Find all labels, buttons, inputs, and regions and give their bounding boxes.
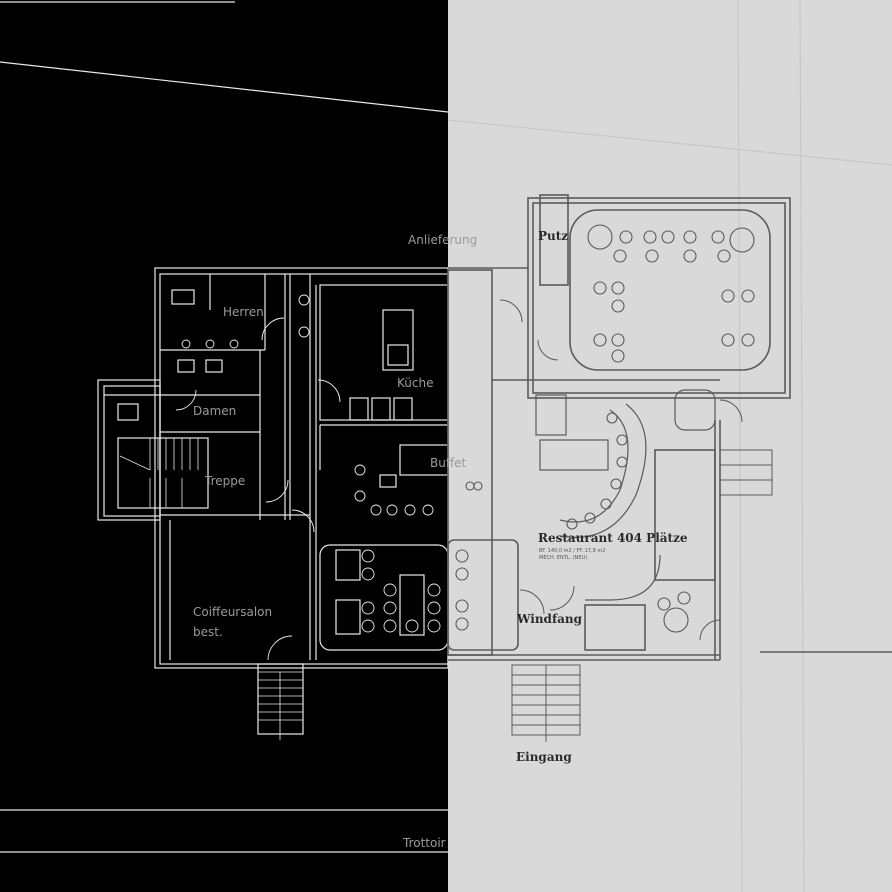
scan-doors — [499, 299, 743, 641]
area-label-anlieferung: Anlieferung — [408, 233, 478, 247]
scan-entrance-steps — [511, 449, 773, 742]
room-label-coiffeursalon: Coiffeursalon — [193, 605, 273, 619]
room-label-restaurant: Restaurant 404 Plätze — [538, 531, 688, 545]
room-label-coiffeursalon-note: best. — [193, 625, 223, 639]
scan-chairs — [455, 224, 755, 633]
street-label-trottoir: Trottoir — [403, 836, 446, 850]
cad-chairs — [181, 294, 441, 633]
scanned-plan-panel — [448, 0, 892, 892]
room-label-herren: Herren — [223, 305, 264, 319]
area-label-eingang: Eingang — [516, 750, 572, 764]
room-label-damen: Damen — [193, 404, 237, 418]
scan-walls — [447, 194, 892, 661]
cad-walls — [0, 1, 449, 853]
room-label-restaurant-area: BF. 140,0 m2 / FF. 17,8 m2 — [539, 548, 606, 554]
scan-bar-counter — [535, 389, 716, 601]
room-label-treppe: Treppe — [205, 474, 246, 488]
cad-doors — [175, 317, 341, 661]
room-label-windfang: Windfang — [517, 612, 582, 626]
room-label-buffet: Buffet — [430, 456, 467, 470]
room-label-putz: Putz — [538, 229, 569, 243]
room-label-kueche: Küche — [397, 376, 434, 390]
cad-drawing-panel — [0, 0, 448, 892]
room-label-restaurant-ventilation: MECH. ENTL. (NEU) — [539, 555, 588, 561]
paper-fold-lines — [447, 0, 892, 892]
